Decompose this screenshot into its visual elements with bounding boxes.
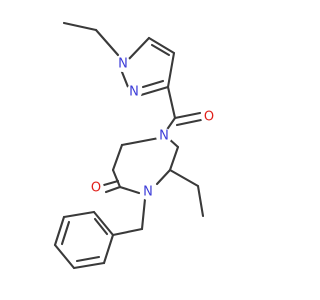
bond-n2-n1 — [120, 70, 130, 89]
bond-benz-6-1-inner — [93, 217, 109, 236]
atoms: N N O N N O — [88, 56, 217, 200]
bond-benz-2-3 — [72, 261, 106, 270]
bond-n4-benzyl-ch2 — [140, 197, 147, 231]
bond-c5-o — [104, 185, 122, 194]
bond-n4-c3 — [155, 168, 172, 186]
bond-benz-4-5-inner — [60, 220, 71, 246]
svg-text:O: O — [204, 110, 214, 125]
bond-c3-n2-double — [141, 79, 165, 89]
atom-n-pyrazole-1: N — [115, 56, 131, 72]
bond-benz-2-3-inner — [75, 255, 101, 263]
svg-text:N: N — [118, 57, 128, 72]
bond-c5-o-double — [102, 179, 120, 187]
bond-ch2a-ch2b — [111, 143, 124, 172]
bond-ethyl1-ch3 — [62, 21, 98, 32]
bond-benz-6-1 — [92, 210, 115, 237]
bond-n1-c5 — [126, 36, 151, 62]
bond-n1-ch2a — [120, 136, 161, 147]
bond-benz-5-6 — [62, 210, 96, 219]
bond-carbonyl-o-double — [175, 118, 203, 127]
bonds — [53, 21, 205, 270]
bond-benz-3-4 — [53, 243, 76, 270]
bond-ethyl-ch2-ch3 — [196, 184, 205, 218]
bond-c3-carbonyl — [166, 85, 177, 120]
bond-benzyl-ch2-ring — [111, 227, 144, 237]
atom-n-diazepane-4: N — [140, 184, 156, 200]
bond-benz-4-5 — [53, 215, 66, 247]
bond-c5-c4 — [147, 36, 176, 55]
bond-c3-n2 — [139, 85, 170, 97]
bond-c5-c4-double — [150, 43, 171, 57]
bond-c3-c2 — [168, 145, 180, 172]
svg-text:O: O — [91, 181, 101, 196]
bond-ethyl1-ch2 — [94, 28, 120, 57]
atom-o-amide: O — [201, 109, 217, 125]
bond-c5-n4 — [118, 185, 141, 195]
atom-n-pyrazole-2: N — [126, 84, 142, 100]
bond-benz-1-2 — [102, 233, 115, 265]
atom-n-diazepane-1: N — [156, 128, 172, 144]
bond-carbonyl-o — [173, 111, 202, 120]
bond-c4-c3 — [166, 51, 176, 89]
bond-c3-ethyl-ch2 — [168, 168, 200, 188]
bond-ch2b-c5 — [111, 168, 122, 189]
svg-text:N: N — [159, 129, 169, 144]
svg-text:N: N — [143, 185, 153, 200]
structure-canvas: N N O N N O — [53, 21, 217, 270]
svg-text:N: N — [129, 85, 139, 100]
atom-o-lactam: O — [88, 180, 104, 196]
